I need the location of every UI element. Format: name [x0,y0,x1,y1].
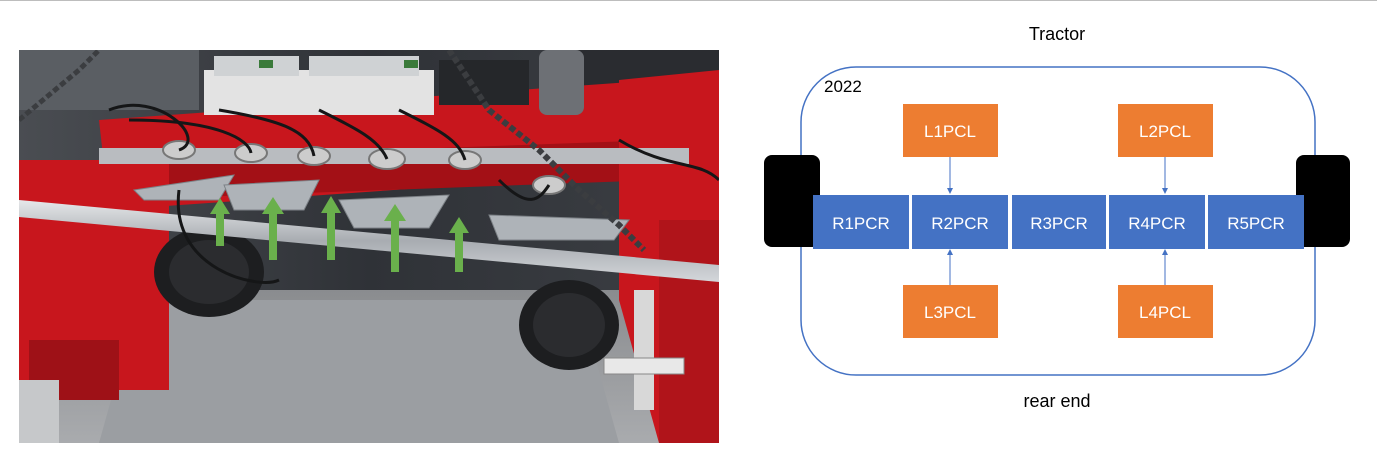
tractor-rig-photo [19,50,719,443]
row-box-label: R4PCR [1128,214,1186,233]
sensor-position-arrows [210,196,469,272]
year-label: 2022 [824,77,862,96]
row-box-label: R2PCR [931,214,989,233]
tractor-label: Tractor [1029,24,1085,44]
right-wheel [1296,155,1350,247]
sensor-layout-diagram: Tractor rear end 2022 R1PCR R2PCR R3 [740,0,1377,468]
cables [108,103,719,284]
chain [446,50,647,253]
row-box-label: R3PCR [1030,214,1088,233]
top-divider-line [0,0,1377,1]
bottom-box-l4: L4PCL [1118,285,1213,338]
row-box-r2: R2PCR [912,195,1008,249]
bottom-box-label: L3PCL [924,303,976,322]
top-box-label: L2PCL [1139,122,1191,141]
row-box-label: R1PCR [832,214,890,233]
electronics-box [204,70,434,115]
silver-crossbar [19,200,719,282]
row-box-r1: R1PCR [813,195,909,249]
top-box-label: L1PCL [924,122,976,141]
row-box-r5: R5PCR [1208,195,1304,249]
row-box-label: R5PCR [1227,214,1285,233]
row-box-r4: R4PCR [1109,195,1205,249]
top-box-l1: L1PCL [903,104,998,157]
bottom-box-label: L4PCL [1139,303,1191,322]
left-wheel [764,155,820,247]
top-box-l2: L2PCL [1118,104,1213,157]
bottom-box-l3: L3PCL [903,285,998,338]
rear-end-label: rear end [1023,391,1090,411]
row-box-r3: R3PCR [1012,195,1106,249]
